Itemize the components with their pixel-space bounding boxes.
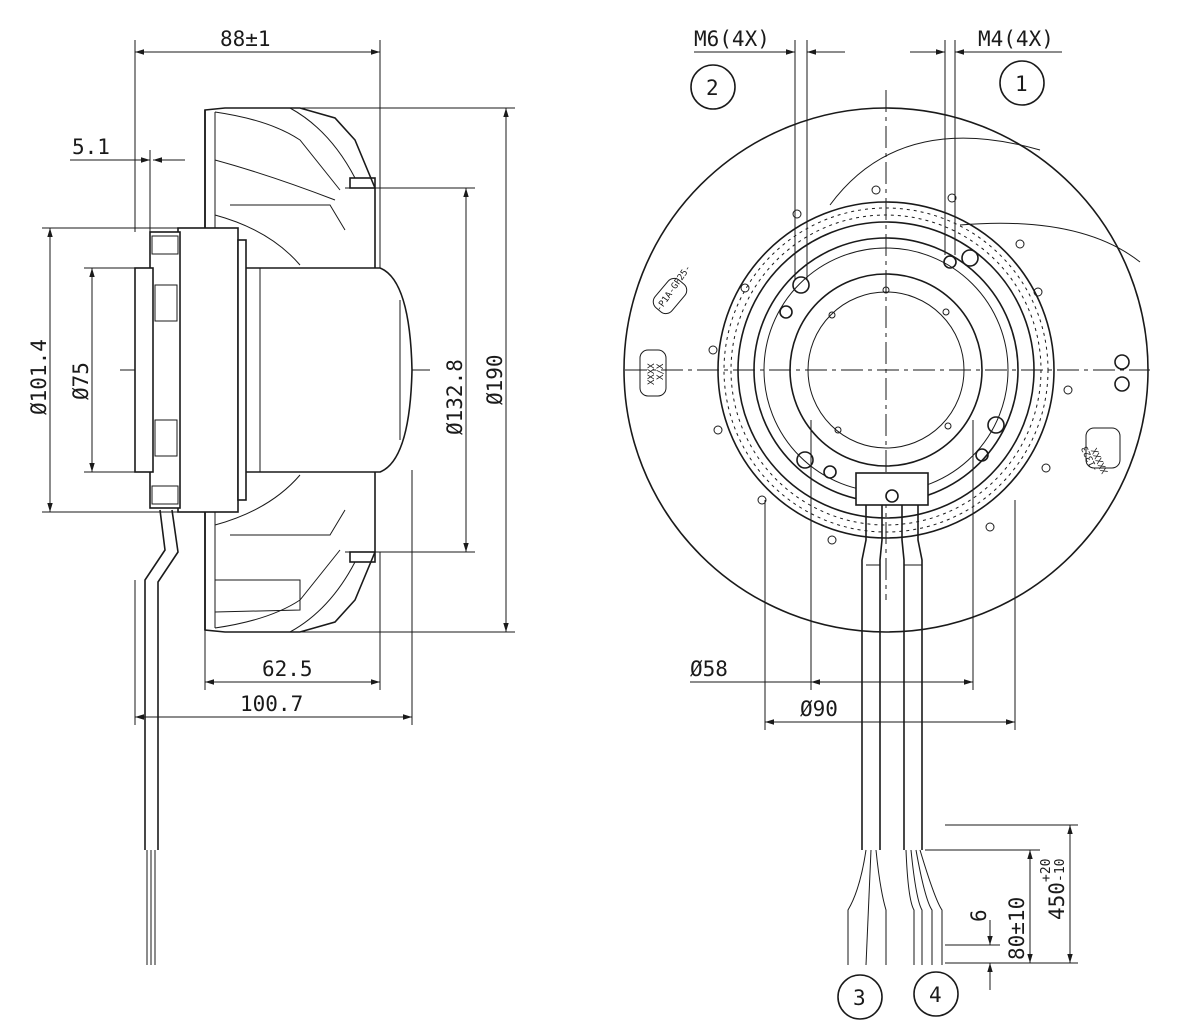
- hole-m6-1: [792, 276, 810, 294]
- motor-flange: [789, 273, 983, 467]
- balancing-clips: [708, 185, 1073, 545]
- svg-text:1: 1: [1015, 72, 1028, 96]
- electronics-flange: [177, 227, 239, 513]
- dim-dia-132-8: Ø132.8: [443, 359, 467, 435]
- dim-dia-190: Ø190: [483, 354, 507, 405]
- dim-dia-75: Ø75: [69, 362, 93, 400]
- thread-m4: M4(4X): [978, 27, 1054, 51]
- svg-text:4: 4: [929, 983, 942, 1007]
- cooling-fins: [723, 207, 1049, 533]
- dim-dia-101-4: Ø101.4: [27, 339, 51, 415]
- cable-outlet: [855, 472, 929, 506]
- dim-flange-5-1: 5.1: [72, 135, 110, 159]
- label-xxxx-left: XXXX: [647, 363, 657, 385]
- marker-4: [913, 971, 959, 1017]
- impeller-disk: [623, 107, 1149, 633]
- dim-80: 80±10: [1005, 897, 1029, 960]
- rotor-hub: [149, 231, 181, 509]
- dim-dia-58: Ø58: [690, 657, 728, 681]
- dim-450-upper-tol: +20: [1039, 859, 1054, 882]
- rotor-outer-ring: [717, 201, 1055, 539]
- hole-m6-4: [961, 249, 979, 267]
- dim-width-100-7: 100.7: [240, 692, 303, 716]
- marker-3: [837, 974, 883, 1020]
- side-cable: [144, 509, 166, 850]
- hole-m6-2: [987, 416, 1005, 434]
- side-view: 88±1 5.1 Ø101.4 Ø75 Ø132.8 Ø190 62.5: [27, 27, 515, 965]
- dim-450: 450: [1045, 882, 1069, 920]
- front-view: XXXX X/X -P1A-GF25- XXXXX -1323 M: [623, 27, 1150, 1020]
- thread-m6: M6(4X): [694, 27, 770, 51]
- front-cables: [847, 505, 943, 966]
- balance-weight-2: [1114, 376, 1130, 392]
- svg-text:3: 3: [853, 986, 866, 1010]
- marker-2: [690, 64, 736, 110]
- svg-text:2: 2: [706, 76, 719, 100]
- hub-center: [807, 291, 965, 449]
- dim-width-62-5: 62.5: [262, 657, 313, 681]
- label-rotated: -P1A-GF25-: [654, 264, 693, 314]
- dim-450-lower-tol: -10: [1053, 859, 1068, 882]
- hole-m6-3: [796, 451, 814, 469]
- balance-weight-1: [1114, 354, 1130, 370]
- motor-housing: [244, 267, 413, 473]
- dim-width-88: 88±1: [220, 27, 271, 51]
- dim-dia-90: Ø90: [800, 697, 838, 721]
- svg-text:X/X: X/X: [656, 363, 666, 380]
- marker-1: [999, 60, 1045, 106]
- dim-6: 6: [967, 909, 991, 922]
